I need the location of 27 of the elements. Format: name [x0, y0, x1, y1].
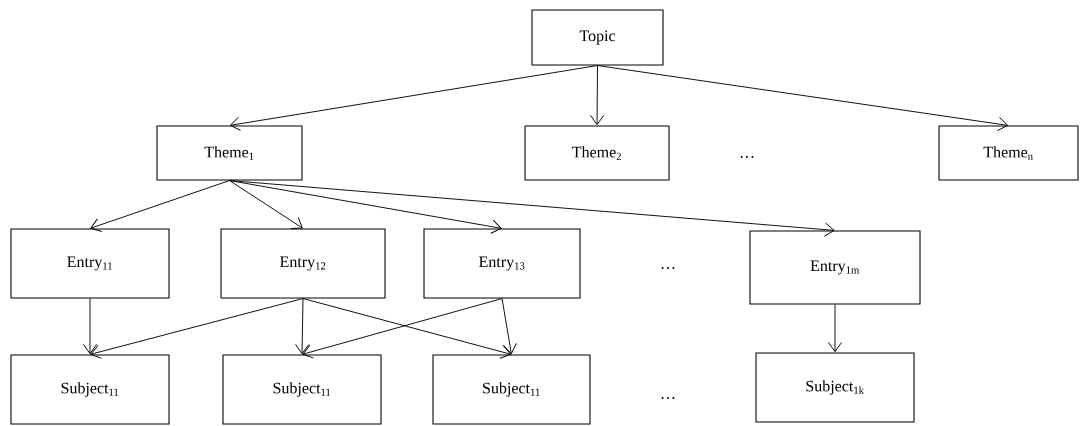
arrow [229, 65, 598, 131]
text-box: Subject$_{11}$ [222, 354, 382, 425]
text-box: Theme$_{1}$ [156, 125, 303, 181]
arrow [501, 298, 517, 355]
text-box: Topic [531, 9, 664, 66]
arrow [295, 298, 310, 355]
arrow [827, 304, 843, 353]
text-box: Subject$_{11}$ [432, 354, 591, 425]
ellipsis-label: … [740, 156, 754, 158]
text-box: Subject$_{11}$ [10, 354, 170, 425]
text-box: Entry$_{13}$ [423, 228, 581, 299]
text-box: Entry$_{12}$ [220, 228, 386, 299]
arrow [589, 65, 605, 126]
arrow [229, 180, 502, 234]
arrow [82, 298, 98, 355]
arrow [90, 180, 230, 232]
text-box: Theme$_{n}$ [938, 125, 1079, 181]
arrow [229, 180, 835, 237]
arrow [229, 180, 303, 229]
arrow [597, 65, 1009, 132]
text-box: Theme$_{2}$ [524, 125, 670, 181]
text-box: Subject$_{1k}$ [755, 352, 915, 423]
ellipsis-label: … [661, 397, 675, 399]
ellipsis-label: … [661, 267, 675, 269]
text-box: Entry$_{1m}$ [749, 230, 921, 305]
arrow [90, 298, 304, 359]
text-box: Entry$_{11}$ [10, 228, 170, 299]
